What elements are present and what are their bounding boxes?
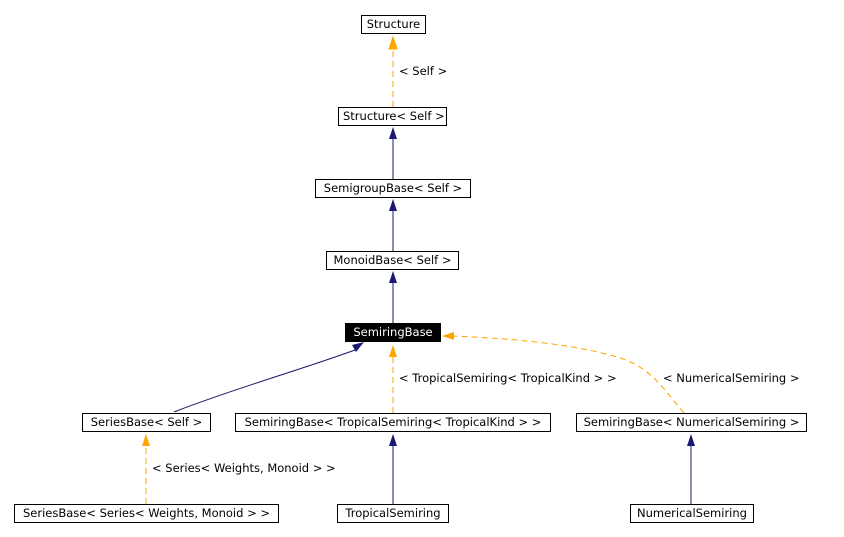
edge-label-series: < Series< Weights, Monoid > > [152,461,336,475]
node-tropical-semiring[interactable]: TropicalSemiring [337,504,449,523]
edge-monoid-to-semigroup [389,199,397,251]
edge-semiring-to-monoid [389,271,397,323]
node-structure[interactable]: Structure [361,15,426,34]
node-semiring-base-numerical[interactable]: SemiringBase< NumericalSemiring > [576,413,807,432]
edge-label-self: < Self > [399,64,448,78]
node-monoid-base-self[interactable]: MonoidBase< Self > [326,251,459,270]
node-structure-self[interactable]: Structure< Self > [338,107,447,126]
edge-label-tropical: < TropicalSemiring< TropicalKind > > [399,371,617,385]
edge-structure-self-to-structure [388,35,398,107]
node-semiring-base-tropical[interactable]: SemiringBase< TropicalSemiring< Tropical… [235,413,551,432]
edge-tropical-to-semiring-tropical [389,434,397,504]
node-series-base-self[interactable]: SeriesBase< Self > [82,413,211,432]
edge-label-numerical: < NumericalSemiring > [663,371,800,385]
edge-series-series-to-series-self [142,434,150,504]
node-semiring-base-current: SemiringBase [345,323,441,342]
edge-semiring-numerical-to-semiring [442,332,685,414]
node-semigroup-base-self[interactable]: SemigroupBase< Self > [315,179,471,198]
edge-series-self-to-semiring [173,342,364,413]
edge-numerical-to-semiring-numerical [687,434,695,504]
edge-semigroup-to-structure-self [389,127,397,179]
node-series-base-series[interactable]: SeriesBase< Series< Weights, Monoid > > [14,504,279,523]
edge-semiring-tropical-to-semiring [389,345,397,413]
node-numerical-semiring[interactable]: NumericalSemiring [630,504,754,523]
